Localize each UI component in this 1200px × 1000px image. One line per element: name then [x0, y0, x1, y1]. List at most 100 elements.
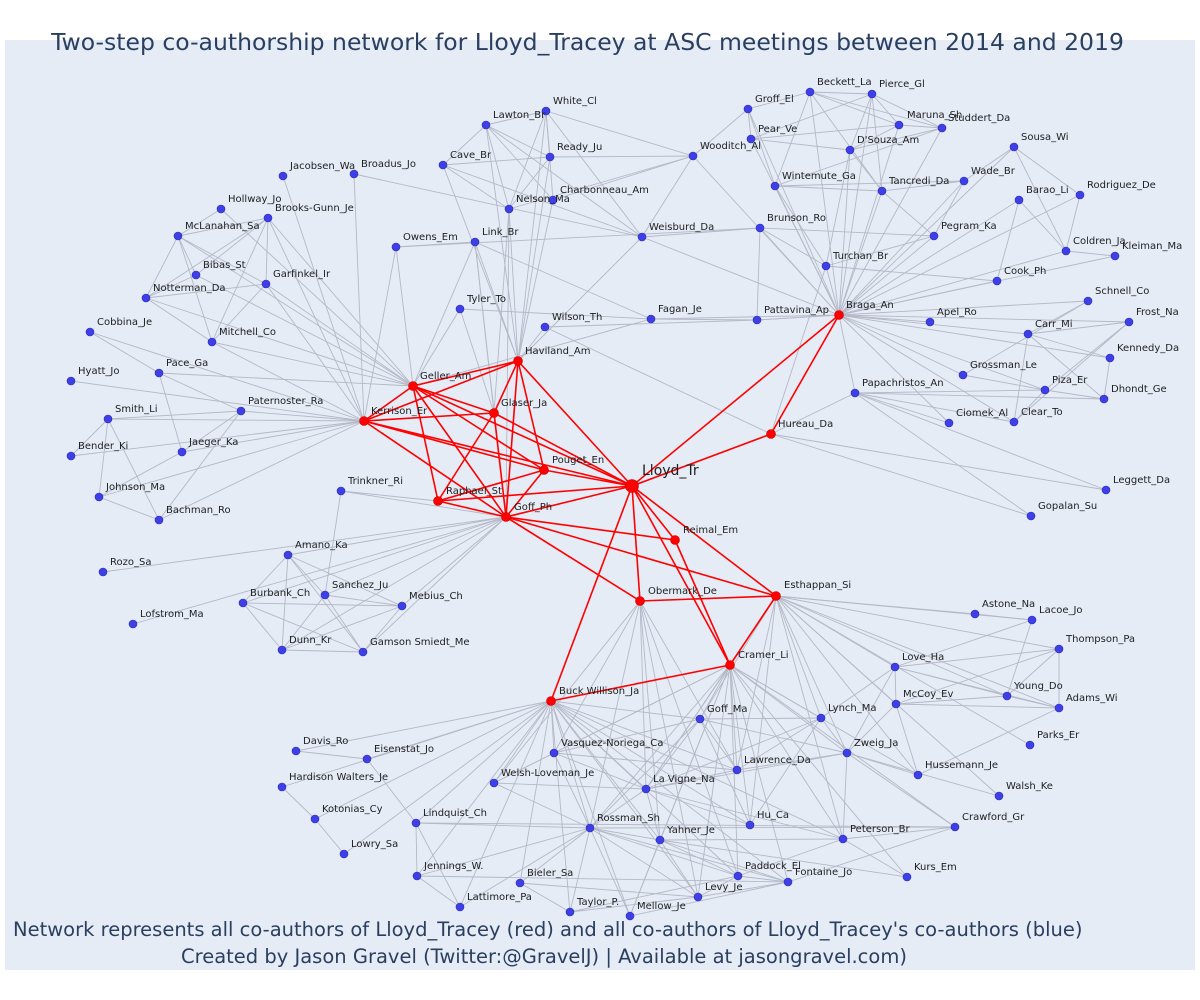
- edge-gray: [775, 595, 822, 719]
- edge-gray: [415, 822, 956, 828]
- edge-gray: [242, 602, 403, 607]
- edge-gray: [1006, 648, 1060, 697]
- edge-gray: [519, 700, 552, 884]
- edge-gray: [838, 146, 1015, 316]
- edge-gray: [659, 838, 844, 841]
- edge-gray: [89, 331, 160, 374]
- edge-gray: [70, 420, 365, 457]
- node-hollway-jo: [216, 204, 226, 214]
- edge-gray: [775, 595, 1060, 709]
- node-fagan-je: [646, 314, 656, 324]
- edge-gray: [759, 227, 827, 267]
- node-lacoe-jo: [1027, 615, 1037, 625]
- edge-gray: [177, 235, 213, 343]
- edge-gray: [838, 93, 873, 316]
- node-brooks-gunn-je: [263, 213, 273, 223]
- edge-gray: [1013, 146, 1081, 196]
- node-label-love-ha: Love_Ha: [902, 652, 944, 663]
- node-label-ready-ju: Ready_Ju: [557, 142, 602, 153]
- edge-gray: [519, 882, 571, 913]
- node-cook-ph: [992, 276, 1002, 286]
- node-papachristos-an: [850, 388, 860, 398]
- edge-gray: [415, 822, 591, 829]
- edge-gray: [281, 594, 326, 651]
- edge-gray: [854, 392, 1105, 400]
- node-peterson-br: [838, 834, 848, 844]
- edge-gray: [775, 595, 844, 840]
- node-astone-na: [970, 609, 980, 619]
- edge-gray: [747, 108, 752, 140]
- node-welsh-loveman-je: [489, 778, 499, 788]
- edge-gray: [282, 175, 365, 422]
- edge-gray: [775, 595, 1060, 650]
- edge-gray: [756, 227, 761, 321]
- node-zweig-ja: [842, 748, 852, 758]
- node-pegram-ka: [929, 231, 939, 241]
- node-label-hussemann-je: Hussemann_Je: [925, 760, 998, 771]
- edge-red: [437, 485, 633, 502]
- edge-gray: [89, 331, 365, 422]
- edge-gray: [485, 124, 643, 238]
- edge-gray: [1065, 194, 1081, 252]
- node-label-nelson-ma: Nelson_Ma: [516, 194, 570, 205]
- node-label-thompson-pa: Thompson_Pa: [1065, 634, 1135, 645]
- node-label-bibas-st: Bibas_St: [203, 260, 246, 271]
- edge-red: [437, 469, 545, 502]
- node-label-fontaine-jo: Fontaine_Jo: [795, 867, 852, 878]
- node-coldren-ja: [1061, 246, 1071, 256]
- node-label-haviland-am: Haviland_Am: [525, 346, 591, 357]
- edge-gray: [838, 314, 950, 424]
- edge-gray: [324, 516, 507, 596]
- node-lofstrom-ma: [128, 619, 138, 629]
- node-label-apel-ro: Apel_Ro: [937, 307, 977, 318]
- edge-gray: [181, 420, 365, 453]
- edge-gray: [550, 700, 789, 883]
- edge-gray: [416, 700, 552, 877]
- node-braga-an: [834, 310, 844, 320]
- edge-gray: [145, 283, 267, 299]
- node-label-glaser-ja: Glaser_Ja: [501, 398, 547, 409]
- edge-gray: [242, 554, 289, 604]
- edge-gray: [898, 124, 943, 129]
- edge-gray: [158, 372, 183, 453]
- node-owens-em: [391, 242, 401, 252]
- edge-gray: [809, 91, 883, 192]
- edge-gray: [645, 752, 848, 790]
- node-label-geller-am: Geller_Am: [420, 371, 471, 382]
- node-label-bieler-sa: Bieler_Sa: [527, 868, 573, 879]
- edge-gray: [485, 124, 510, 210]
- edge-red: [363, 360, 519, 422]
- node-hyatt-jo: [66, 376, 76, 386]
- node-jennings-w: [412, 871, 422, 881]
- edge-gray: [145, 274, 197, 299]
- edge-gray: [825, 265, 998, 282]
- edge-gray: [854, 392, 950, 424]
- edge-gray: [589, 827, 789, 883]
- edge-gray: [838, 255, 1116, 316]
- node-mccoy-ev: [891, 699, 901, 709]
- node-esthappan-si: [771, 591, 781, 601]
- edge-gray: [70, 418, 109, 457]
- node-brunson-ro: [755, 223, 765, 233]
- edge-gray: [854, 392, 1032, 517]
- node-lindquist-ch: [411, 818, 421, 828]
- edge-gray: [395, 246, 414, 387]
- node-pattavina-ap: [752, 315, 762, 325]
- node-label-esthappan-si: Esthappan_Si: [784, 580, 851, 591]
- node-beckett-la: [805, 87, 815, 97]
- edge-gray: [549, 155, 694, 158]
- edge-red: [631, 314, 840, 487]
- edge-gray: [894, 666, 897, 705]
- edge-gray: [459, 827, 591, 908]
- edge-gray: [759, 227, 935, 237]
- edge-gray: [699, 717, 822, 720]
- edge-gray: [838, 314, 964, 376]
- node-kotonias-cy: [310, 814, 320, 824]
- node-label-pierce-gl: Pierce_Gl: [879, 79, 925, 90]
- edge-gray: [770, 265, 827, 435]
- edge-gray: [508, 155, 694, 210]
- node-studdert-da: [937, 123, 947, 133]
- edge-gray: [699, 664, 731, 720]
- node-kleiman-ma: [1110, 251, 1120, 261]
